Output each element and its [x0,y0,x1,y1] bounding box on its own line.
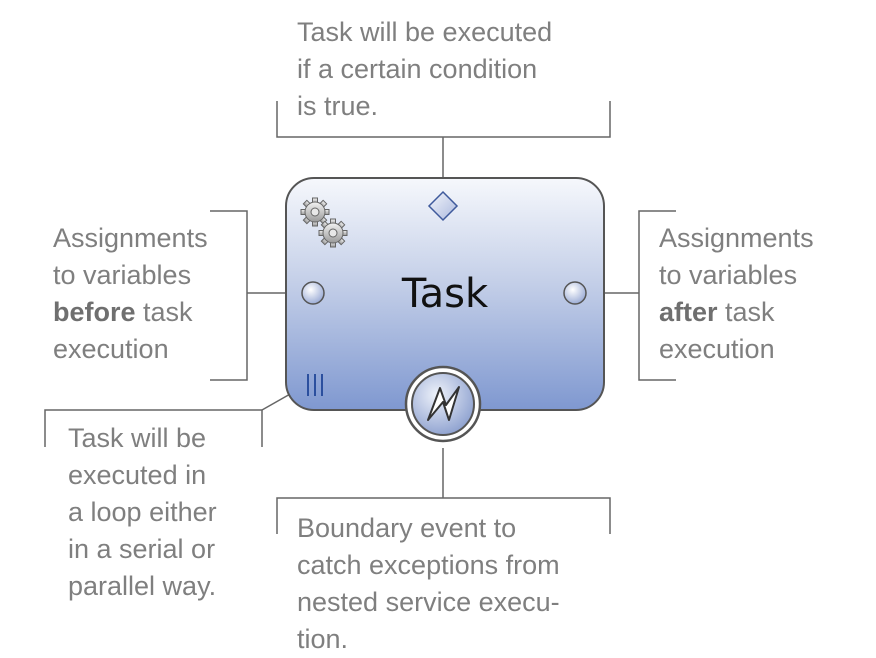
condition-annotation: Task will be executed if a certain condi… [297,17,553,121]
before-line-1: Assignments [53,223,208,253]
input-assignments-circle-icon[interactable] [301,281,325,305]
before-keyword: before [53,297,136,327]
after-assignments-annotation: Assignments to variables after task exec… [659,220,814,368]
before-assignments-annotation: Assignments to variables before task exe… [53,220,208,368]
after-keyword: after [659,297,718,327]
boundary-error-event-icon[interactable] [404,365,482,443]
after-line-2: to variables [659,260,798,290]
before-line-4: execution [53,334,169,364]
loop-annotation: Task will be executed in a loop either i… [68,423,217,601]
gears-icon [300,197,348,248]
after-line-1: Assignments [659,223,814,253]
boundary-callout-bracket [276,448,611,534]
parallel-loop-icon [307,374,323,396]
after-line-4: execution [659,334,775,364]
after-line-3-rest: task [717,297,775,327]
boundary-event-annotation: Boundary event to catch exceptions from … [297,513,560,654]
output-assignments-circle-icon[interactable] [563,281,587,305]
before-line-2: to variables [53,260,192,290]
before-line-3-rest: task [135,297,193,327]
condition-diamond-icon[interactable] [427,190,459,222]
task-title: Task [401,271,489,317]
